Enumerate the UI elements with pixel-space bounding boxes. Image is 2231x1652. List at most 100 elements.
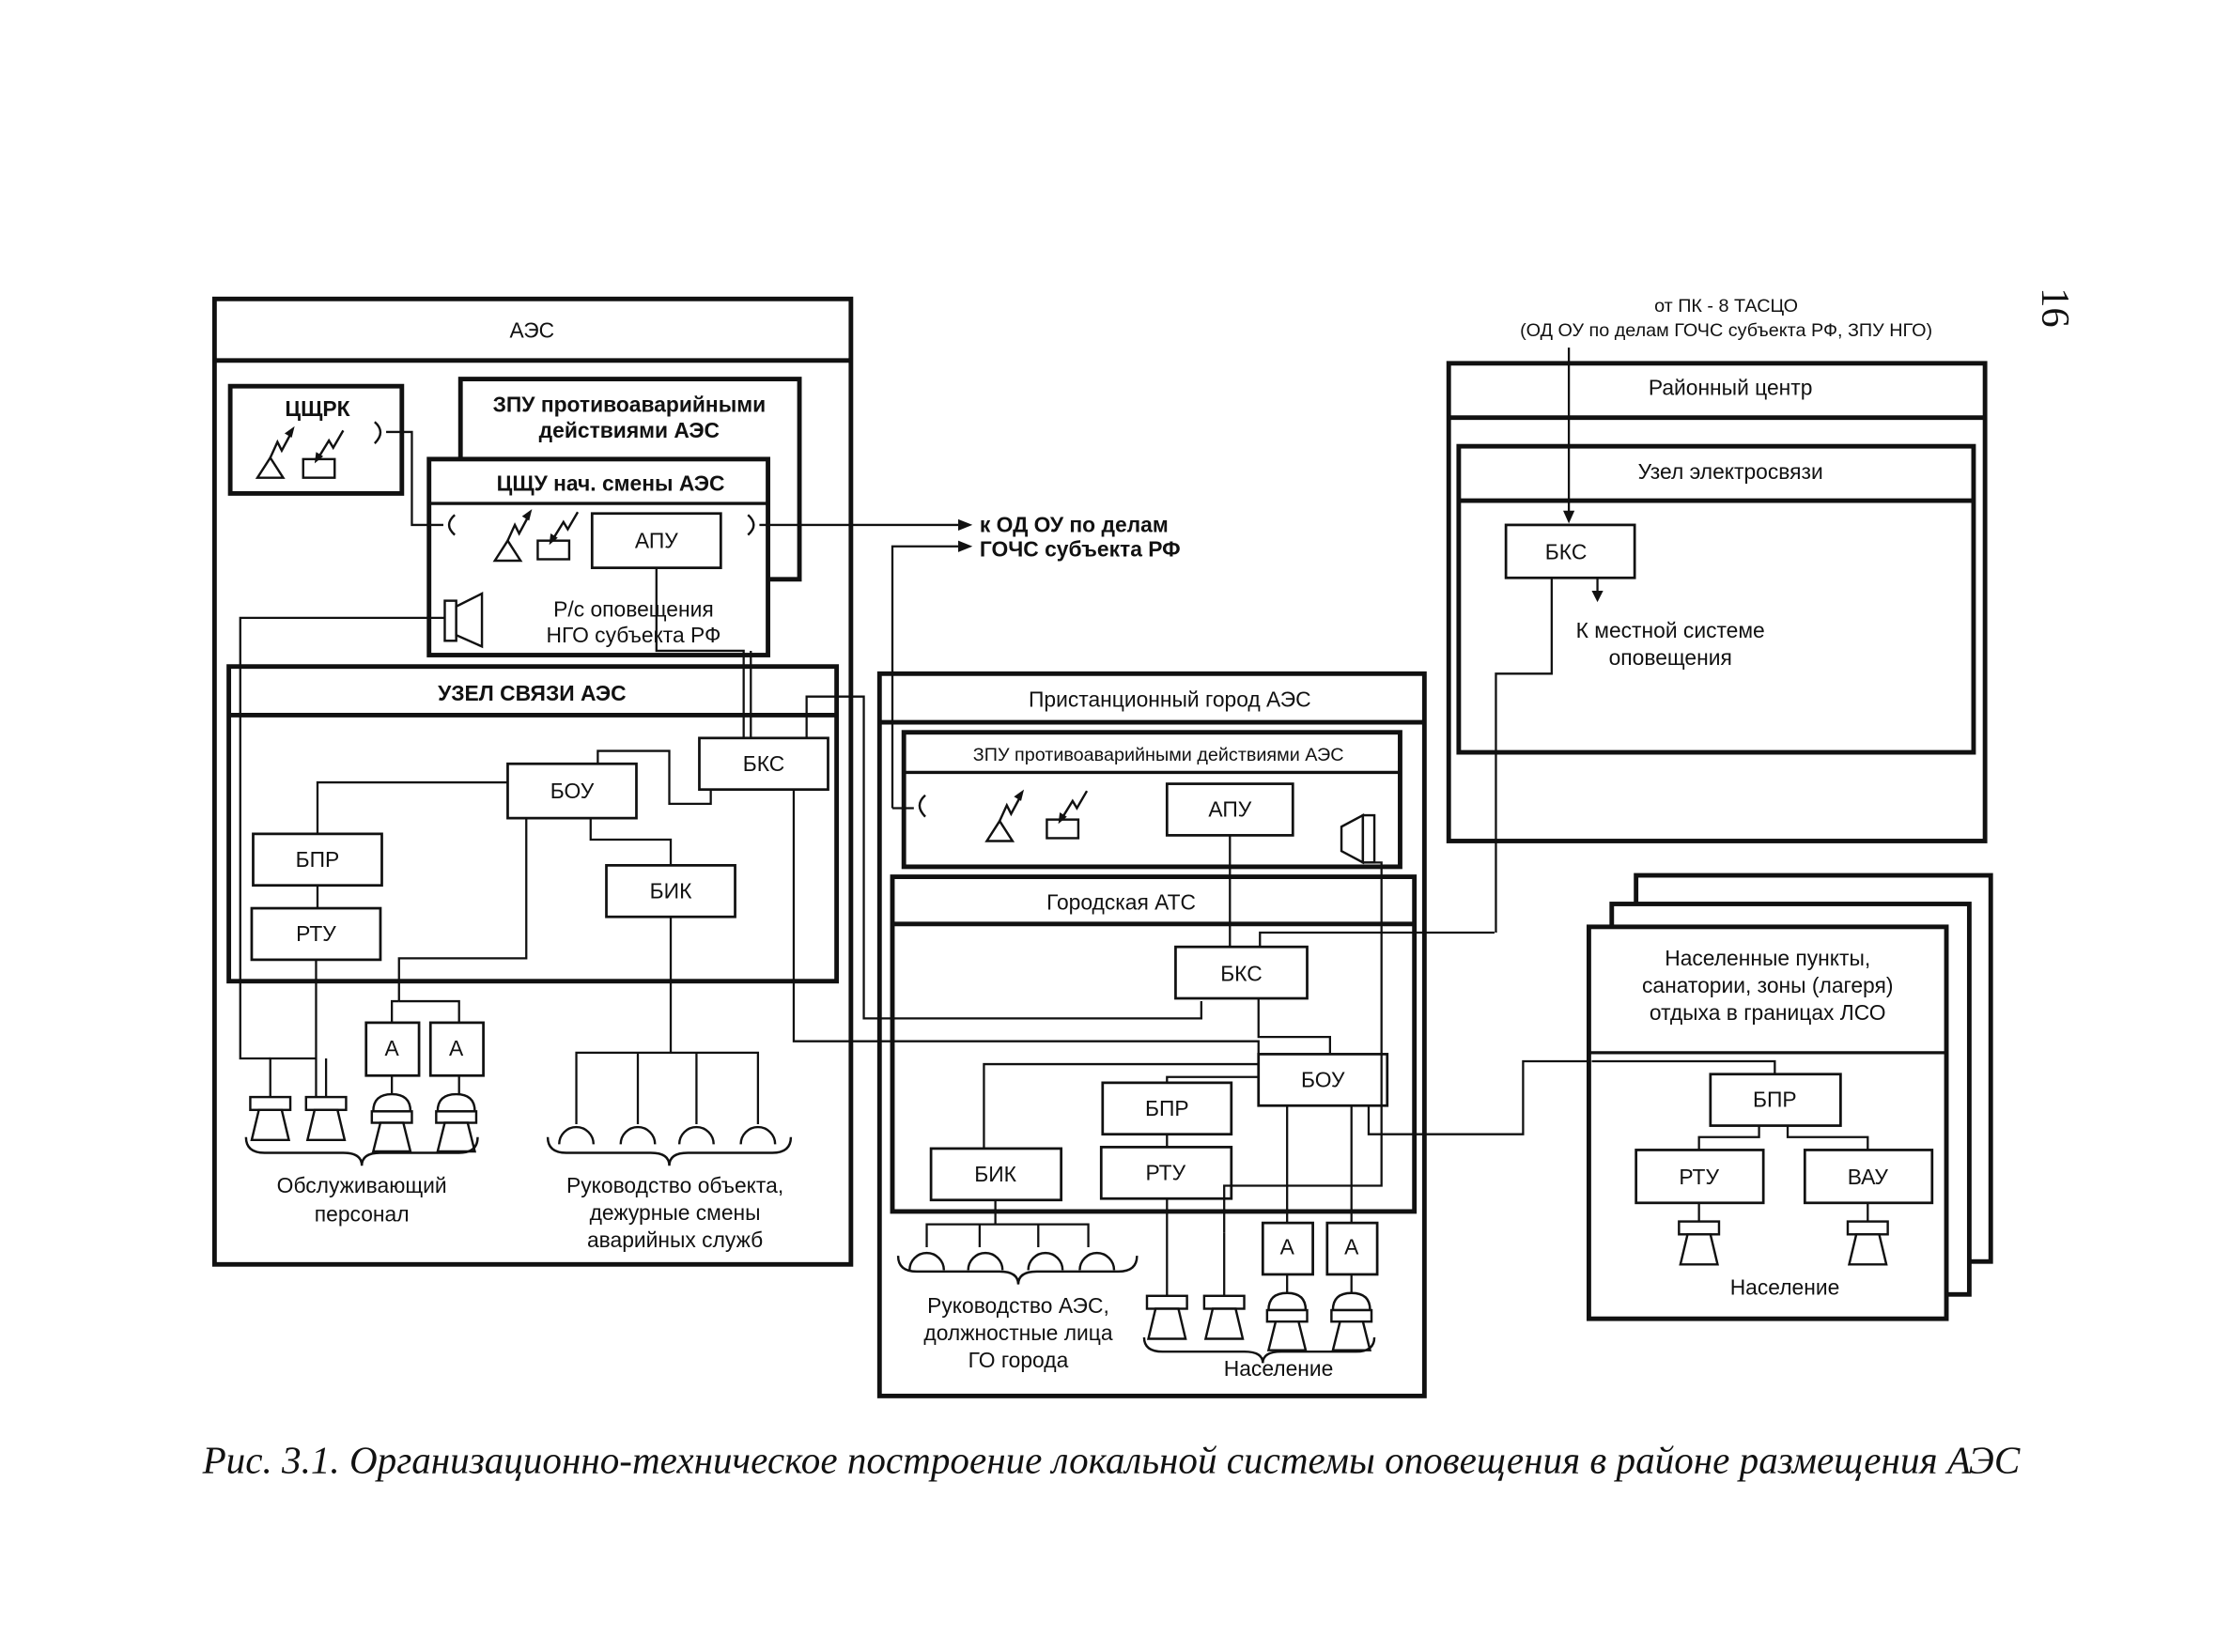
aes-rtu-label: РТУ [296,921,336,946]
loudspeaker-horn-icon [370,1092,413,1153]
svg-text:А: А [385,1036,400,1060]
town-population-devices: А А Население [1142,1105,1379,1381]
staff-label-2: персонал [315,1202,410,1227]
ats-bik-box [929,1147,1063,1202]
aes-bpr-box [252,832,383,888]
town-mgmt-phones: Руководство АЭС, должностные лица ГО гор… [896,1199,1139,1372]
radio-link-in-icon [447,514,456,536]
external-link-label-1: к ОД ОУ по делам [980,513,1169,537]
settlement-vau-box [1803,1149,1934,1205]
aes-bou-box [506,762,638,820]
siren-icon [1678,1220,1721,1266]
mgmt-label-1: Руководство объекта, [566,1173,783,1197]
transmitter-antenna-icon [985,788,1026,842]
town-mgmt-label-2: должностные лица [923,1320,1112,1345]
brace [896,1256,1139,1285]
telecom-node-block: Узел электросвязи БКС К местной системе … [1456,443,1976,755]
loudspeaker-horn-icon [1265,1291,1309,1351]
telephone-icon [739,1125,777,1146]
zpu-aes-block: ЗПУ противоаварийными действиями АЭС [457,377,802,582]
ats-bpr-label: БПР [1145,1096,1189,1120]
local-system-label-2: оповещения [1609,645,1732,670]
telephone-icon [908,1251,946,1272]
apu-box [590,512,722,569]
town-block: Пристанционный город АЭС ЗПУ противоавар… [876,671,1592,1398]
arrow-down-icon [1563,510,1575,524]
settlements-block: Населенные пункты, санатории, зоны (лаге… [1586,872,1993,1321]
town-title: Пристанционный город АЭС [1029,687,1311,711]
telecom-node-title: Узел электросвязи [1638,459,1823,484]
mgmt-label-3: аварийных служб [587,1227,763,1252]
radio-link-icon [373,421,382,444]
aes-bik-box [605,864,736,919]
town-population-label: Население [1224,1356,1334,1381]
settlement-rtu-label: РТУ [1679,1165,1719,1189]
loudspeaker-icon [1340,813,1365,865]
ats-bou-label: БОУ [1301,1067,1345,1091]
ats-rtu-box [1099,1146,1233,1200]
ats-bks-label: БКС [1220,962,1263,986]
cshu-block: ЦЩУ нач. смены АЭС АПУ Р/с оповещения НГ… [426,456,770,657]
ats-bks-box [1174,945,1309,1000]
settlements-title-1: Населенные пункты, [1665,946,1870,970]
district-bks-label: БКС [1545,539,1588,564]
aes-bks-label: БКС [743,751,785,776]
arrow-down-icon [1591,590,1604,603]
ats-rtu-label: РТУ [1145,1160,1185,1184]
settlements-title-2: санатории, зоны (лагеря) [1642,973,1893,997]
cshrk-title: ЦЩРК [285,396,349,421]
brace [244,1136,479,1166]
aes-comm-node-title: УЗЕЛ СВЯЗИ АЭС [438,681,627,705]
aes-bou-label: БОУ [550,779,595,803]
arrow-right-icon [958,540,973,552]
telephone-icon [1027,1251,1064,1272]
aes-bpr-label: БПР [296,847,340,872]
rs-label-1: Р/с оповещения [553,596,714,621]
aes-staff-devices: Обслуживающий персонал [244,1092,479,1227]
amplifier-box [364,1021,421,1077]
loudspeaker-horn-icon [435,1092,478,1153]
district-bks-box [1504,523,1636,579]
svg-text:А: А [449,1036,464,1060]
ats-bou-box [1257,1053,1389,1107]
local-system-label-1: К местной системе [1576,618,1765,642]
external-link-label-2: ГОЧС субъекта РФ [980,536,1181,561]
town-mgmt-label-1: Руководство АЭС, [927,1293,1109,1318]
aes-bik-label: БИК [650,878,692,903]
settlement-vau-label: ВАУ [1848,1165,1889,1189]
amplifier-box [1325,1221,1379,1276]
source-label: от ПК - 8 ТАСЦО (ОД ОУ по делам ГОЧС суб… [1520,296,1932,341]
telephone-icon [1078,1251,1116,1272]
amplifier-box [428,1021,485,1077]
source-label-1: от ПК - 8 ТАСЦО [1654,296,1798,317]
amplifier-box [1261,1221,1314,1276]
town-apu-label: АПУ [1208,797,1251,822]
ats-bik-label: БИК [974,1162,1016,1186]
brace [546,1136,793,1166]
aes-bks-box [698,736,829,792]
zpu-aes-title-2: действиями АЭС [539,418,720,442]
city-ats-title: Городская АТС [1046,890,1196,915]
telephone-icon [558,1125,596,1146]
siren-icon [249,1095,292,1142]
external-link: к ОД ОУ по делам ГОЧС субъекта РФ [759,513,1181,809]
aes-mgmt-phones: Руководство объекта, дежурные смены авар… [546,917,793,1252]
aes-frame [211,296,854,1267]
siren-icon [1202,1294,1246,1340]
radio-receiver-icon [1046,789,1089,840]
zpu-aes-title-1: ЗПУ противоаварийными [493,393,767,417]
town-mgmt-label-3: ГО города [968,1348,1069,1372]
svg-text:А: А [1344,1235,1359,1259]
transmitter-antenna-icon [256,425,296,479]
siren-icon [1846,1220,1889,1266]
telephone-icon [677,1125,715,1146]
settlement-population-label: Население [1730,1274,1840,1299]
radio-link-icon [918,794,926,818]
aes-title: АЭС [510,317,555,342]
city-ats-block: Городская АТС БКС БОУ БПР РТУ БИК [890,835,1592,1233]
ats-bpr-box [1101,1081,1233,1136]
loudspeaker-horn-icon [1330,1291,1373,1351]
figure-caption: Рис. 3.1. Организационно-техническое пос… [202,1439,2021,1482]
district-title: Районный центр [1649,375,1813,399]
